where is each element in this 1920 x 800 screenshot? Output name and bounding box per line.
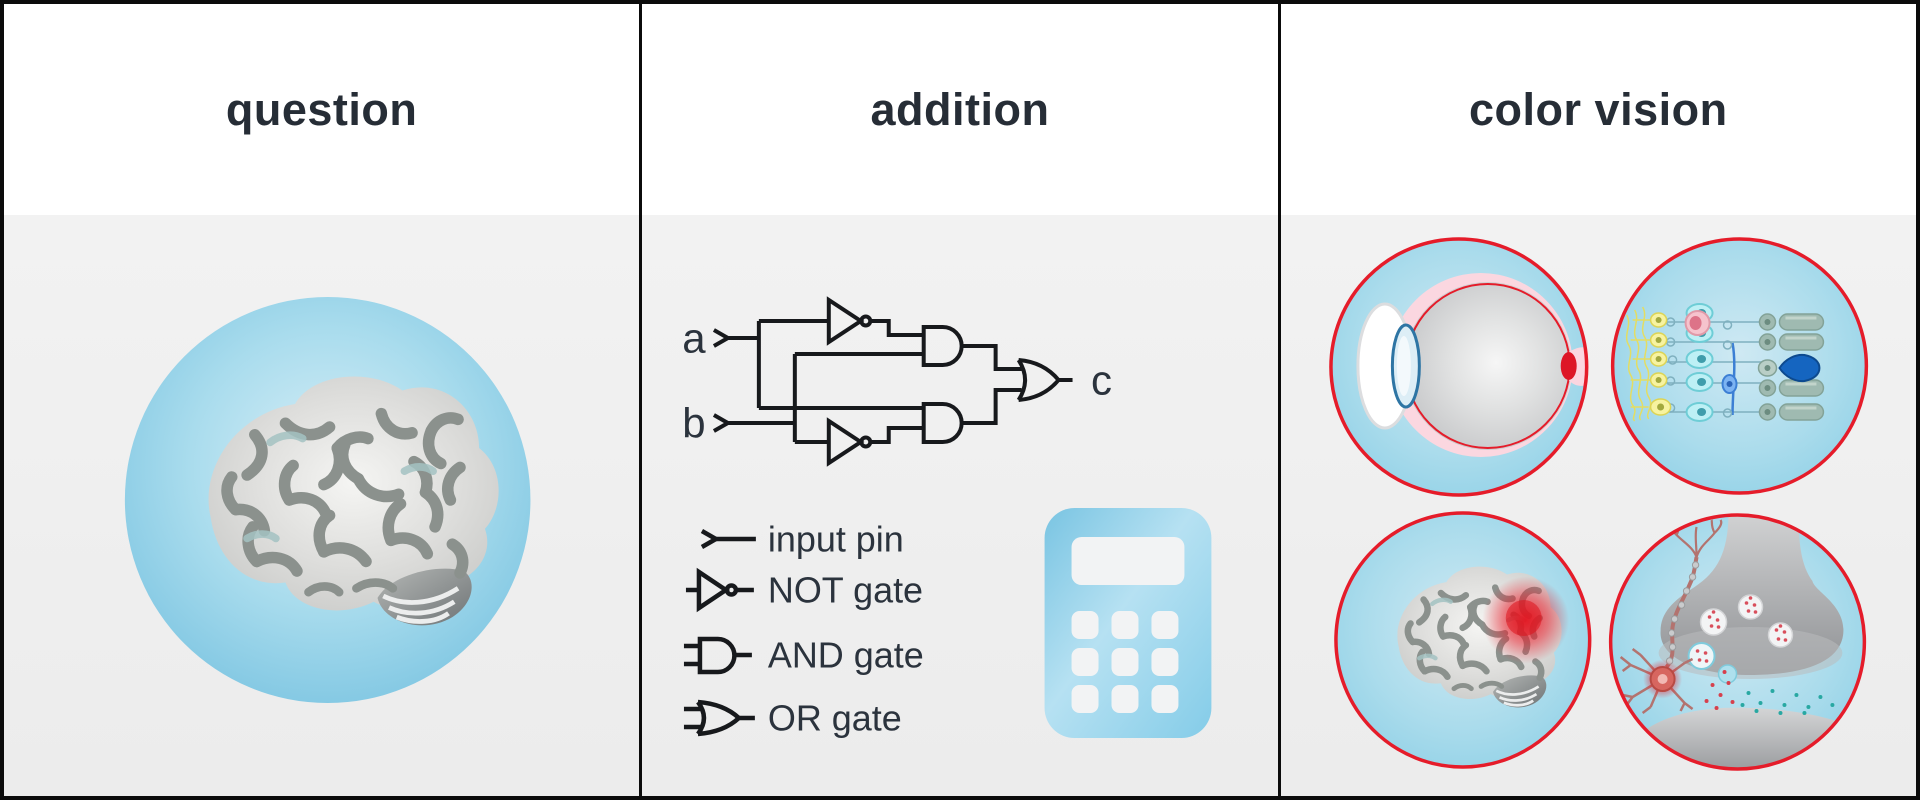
- legend-label-input-pin: input pin: [768, 518, 904, 559]
- not-gate-icon: [686, 567, 755, 613]
- legend-label-not-gate: NOT gate: [768, 569, 923, 610]
- synapse-circle-ring: [1608, 513, 1866, 771]
- soma-nucleus: [1657, 674, 1668, 684]
- xor-circuit-diagram: a b c: [683, 296, 1112, 467]
- panel-title-addition: addition: [870, 83, 1050, 135]
- retina-cells-illustration: [1612, 239, 1867, 493]
- eye-optic-disc: [1560, 352, 1577, 380]
- retina-circle-ring: [1610, 237, 1868, 495]
- panel-addition-body: a b c: [642, 215, 1278, 796]
- eye-circle-ring: [1328, 237, 1589, 497]
- legend-label-or-gate: OR gate: [768, 697, 902, 738]
- brain-in-circle-illustration: [124, 297, 531, 703]
- synaptic-vesicles: [1687, 594, 1793, 684]
- retina-cone-cell: [1757, 353, 1821, 383]
- input-pin-a-icon: [713, 328, 733, 348]
- legend-row-input-pin: input pin: [701, 518, 904, 560]
- retina-horizontal-cell: [1684, 310, 1711, 336]
- color-vision-illustrations: [1328, 237, 1868, 771]
- or-gate-legend-icon: [684, 699, 756, 737]
- calculator-display: [1071, 537, 1185, 585]
- panel-color-vision-body: [1280, 215, 1916, 796]
- panel-addition: addition a b c: [642, 4, 1278, 796]
- not-gate-a-icon: [827, 296, 873, 346]
- retina-amacrine-cell: [1721, 374, 1738, 394]
- and-gate-top-icon: [922, 325, 964, 367]
- legend-row-and-gate: AND gate: [684, 634, 924, 676]
- eye-lens-highlight: [1396, 336, 1411, 396]
- input-a-label: a: [683, 314, 707, 361]
- eye-vitreous: [1403, 282, 1572, 450]
- and-gate-bottom-icon: [922, 402, 964, 444]
- calculator-buttons: [1071, 611, 1179, 713]
- panel-title-question: question: [225, 83, 418, 135]
- retina-connections: [1665, 317, 1763, 418]
- retina-ganglion-cells: [1625, 306, 1671, 422]
- red-highlight-core: [1505, 600, 1542, 636]
- output-c-label: c: [1091, 356, 1112, 403]
- circuit-legend: input pin NOT gate: [684, 518, 924, 739]
- neurotransmitter-dots: [1704, 670, 1835, 715]
- legend-row-not-gate: NOT gate: [686, 567, 923, 613]
- brain-pain-illustration: [1335, 513, 1590, 767]
- calculator-icon: [1044, 508, 1212, 738]
- or-gate-icon: [1017, 358, 1061, 402]
- not-gate-b-icon: [827, 417, 873, 467]
- input-b-label: b: [683, 399, 706, 446]
- panel-title-color-vision: color vision: [1469, 83, 1728, 135]
- input-pin-icon: [701, 529, 757, 549]
- panel-color-vision: color vision: [1280, 4, 1916, 796]
- circuit-wires: [728, 319, 1073, 444]
- panel-color-vision-header: color vision: [1280, 4, 1916, 215]
- panel-addition-header: addition: [642, 4, 1278, 215]
- panel-question-header: question: [4, 4, 640, 215]
- legend-label-and-gate: AND gate: [768, 634, 924, 675]
- eye-cross-section-illustration: [1330, 239, 1587, 495]
- panel-question-body: [4, 215, 640, 796]
- panel-question: question: [4, 4, 640, 796]
- and-gate-icon: [684, 636, 753, 675]
- legend-row-or-gate: OR gate: [684, 697, 902, 739]
- input-pin-b-icon: [713, 413, 733, 433]
- addition-diagram: a b c: [683, 296, 1212, 739]
- brain-circle-ring: [1333, 511, 1592, 769]
